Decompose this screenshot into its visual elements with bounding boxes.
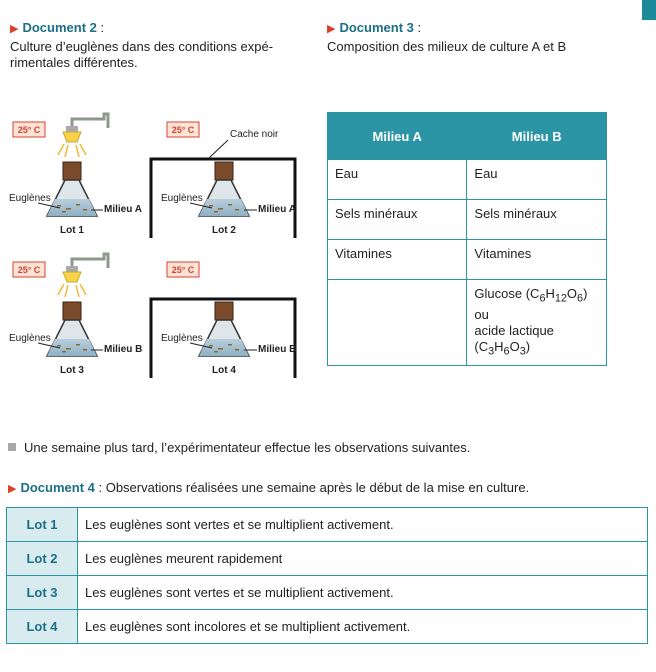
flask-icon xyxy=(45,161,99,217)
page-edge-bar xyxy=(642,0,656,20)
flask-icon xyxy=(197,301,251,357)
temp-label: 25° C xyxy=(18,125,41,135)
observation-intro: Une semaine plus tard, l’expérimentateur… xyxy=(8,440,470,455)
doc2-title: ▶Document 2 : xyxy=(10,20,105,35)
table-header-row: Milieu A Milieu B xyxy=(326,112,607,160)
table-row: Sels minéraux Sels minéraux xyxy=(326,199,607,240)
table-row: Lot 3 Les euglènes sont vertes et se mul… xyxy=(6,575,648,610)
svg-text:Milieu A: Milieu A xyxy=(104,204,142,215)
doc2-description: Culture d’euglènes dans des conditions e… xyxy=(10,39,274,70)
table-row: Glucose (C6H12O6) ou acide lactique (C3H… xyxy=(326,278,607,367)
triangle-marker-icon: ▶ xyxy=(10,23,19,35)
square-bullet-icon xyxy=(8,443,16,451)
lot3-setup: 25° C Euglènes Milieu B Lot 3 xyxy=(9,252,142,376)
observations-table: Lot 1 Les euglènes sont vertes et se mul… xyxy=(6,507,648,644)
svg-text:Milieu A: Milieu A xyxy=(258,204,296,215)
black-cover xyxy=(149,297,297,378)
experiment-figure: 25° C Euglènes Milieu A Lot 1 25° C Ca xyxy=(9,112,297,378)
flask-icon xyxy=(197,161,251,217)
svg-text:25° C: 25° C xyxy=(18,265,41,275)
milieux-table: Milieu A Milieu B Eau Eau Sels minéraux … xyxy=(326,112,607,367)
doc3-description: Composition des milieux de culture A et … xyxy=(327,39,567,54)
svg-text:Lot 2: Lot 2 xyxy=(212,225,236,236)
lamp-icon xyxy=(57,252,110,298)
lot4-setup: 25° C Euglènes Milieu B Lot 4 xyxy=(149,261,297,378)
svg-text:Milieu B: Milieu B xyxy=(258,344,296,355)
svg-text:Milieu B: Milieu B xyxy=(104,344,142,355)
table-row: Vitamines Vitamines xyxy=(326,239,607,280)
header-milieu-a: Milieu A xyxy=(326,112,468,160)
triangle-marker-icon: ▶ xyxy=(8,483,17,495)
svg-text:Euglènes: Euglènes xyxy=(9,333,51,344)
svg-text:Lot 1: Lot 1 xyxy=(60,225,84,236)
svg-text:Euglènes: Euglènes xyxy=(9,193,51,204)
temp-badge xyxy=(166,121,200,138)
temp-badge xyxy=(166,261,200,278)
table-row: Lot 2 Les euglènes meurent rapidement xyxy=(6,541,648,576)
table-row: Eau Eau xyxy=(326,159,607,200)
svg-text:25° C: 25° C xyxy=(172,265,195,275)
flask-icon xyxy=(45,301,99,357)
doc4-title: ▶Document 4 : Observations réalisées une… xyxy=(8,480,530,495)
black-cover xyxy=(149,157,297,238)
temp-badge xyxy=(12,261,46,278)
lot2-setup: 25° C Cache noir Euglènes Milieu A Lot 2 xyxy=(149,121,297,238)
svg-text:Euglènes: Euglènes xyxy=(161,333,203,344)
header-milieu-b: Milieu B xyxy=(466,112,607,160)
triangle-marker-icon: ▶ xyxy=(327,23,336,35)
table-row: Lot 4 Les euglènes sont incolores et se … xyxy=(6,609,648,644)
lamp-icon xyxy=(57,112,110,158)
svg-text:Lot 3: Lot 3 xyxy=(60,365,84,376)
lot1-setup: 25° C Euglènes Milieu A Lot 1 xyxy=(9,112,142,236)
carbon-source-cell: Glucose (C6H12O6) ou acide lactique (C3H… xyxy=(466,278,607,367)
table-row: Lot 1 Les euglènes sont vertes et se mul… xyxy=(6,507,648,542)
svg-text:Lot 4: Lot 4 xyxy=(212,365,236,376)
temp-badge xyxy=(12,121,46,138)
svg-text:Cache noir: Cache noir xyxy=(230,129,279,140)
doc3-title: ▶Document 3 : xyxy=(327,20,422,35)
svg-text:Euglènes: Euglènes xyxy=(161,193,203,204)
svg-text:25° C: 25° C xyxy=(172,125,195,135)
